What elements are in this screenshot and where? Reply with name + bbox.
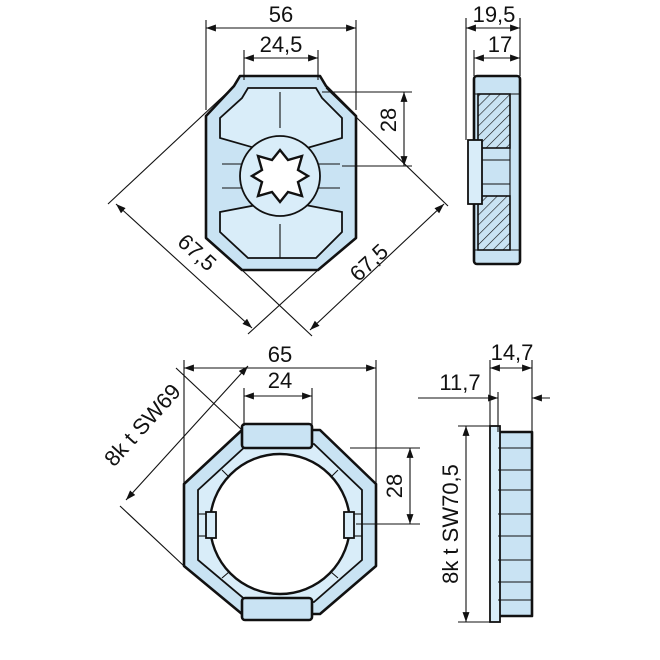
top-side-view: 19,5 17 (465, 2, 522, 266)
ext-line (119, 505, 185, 567)
top-side-section-top (477, 93, 511, 149)
bottom-side-body (496, 430, 534, 618)
bottom-front-tab-bottom (240, 596, 314, 622)
ext-line (107, 87, 233, 205)
bottom-front-tab-top (240, 422, 314, 450)
bottom-front-view: 65 24 28 8k t SW69 (99, 342, 420, 622)
dim-top-width: 56 (269, 2, 293, 27)
bottom-front-key-left (205, 511, 217, 539)
dim-side-outer: 19,5 (473, 2, 516, 27)
dim-bside-across: 8k t SW70,5 (438, 464, 463, 584)
dim-bottom-height: 28 (382, 474, 407, 498)
dim-line-diag-left (115, 203, 253, 329)
dim-bottom-width: 65 (268, 342, 292, 367)
dim-bottom-slot: 24 (268, 368, 292, 393)
dim-line-diag-right (309, 203, 445, 331)
dim-top-slot: 24,5 (260, 32, 303, 57)
bottom-front-bore (208, 452, 352, 596)
dim-bside-inner: 11,7 (439, 370, 480, 395)
dim-line-sw69 (125, 365, 249, 501)
bottom-front-key-right (343, 511, 355, 539)
dim-bside-outer: 14,7 (491, 340, 534, 365)
dim-top-diag-right: 67,5 (345, 239, 393, 286)
top-side-flange (467, 139, 483, 205)
ext-line (241, 269, 313, 337)
bottom-side-flange (489, 425, 501, 623)
top-front-view: 56 24,5 28 67,5 67,5 (107, 2, 449, 337)
ext-line (175, 367, 243, 431)
bottom-side-view: 14,7 11,7 8k t SW70,5 (418, 340, 550, 623)
dim-bottom-across: 8k t SW69 (99, 379, 185, 471)
top-front-star-hole (249, 148, 311, 204)
ext-line (325, 87, 449, 207)
dim-side-inner: 17 (488, 32, 512, 57)
dim-top-height: 28 (376, 108, 401, 132)
ext-line (247, 269, 319, 335)
top-side-section-bottom (477, 195, 511, 251)
